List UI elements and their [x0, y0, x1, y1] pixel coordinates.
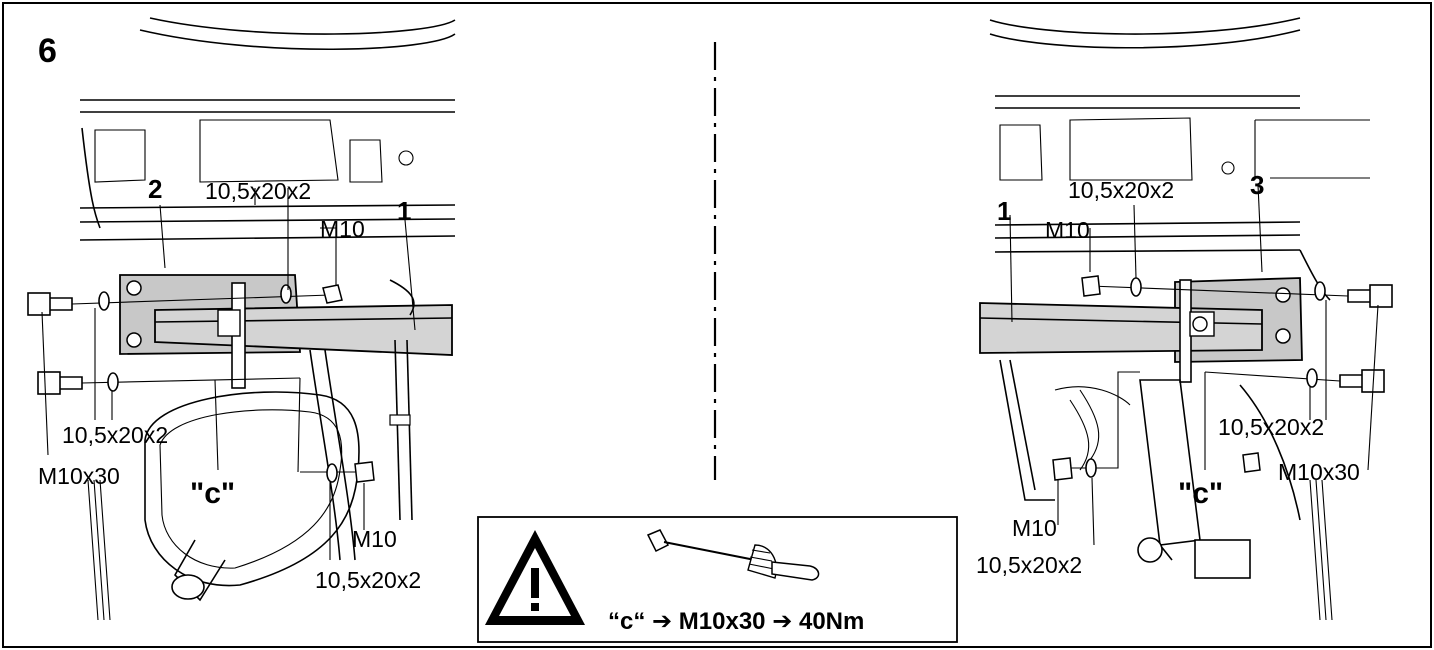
left-part-bar-label: 1 — [397, 196, 411, 226]
bolt-top-right — [1089, 284, 1393, 308]
left-washer-left-label: 10,5x20x2 — [62, 422, 168, 448]
right-nut-bottom-label: M10 — [1012, 515, 1057, 541]
right-view: 3 10,5x20x2 M10 1 10,5x20x2 M10x30 "c" M… — [976, 17, 1393, 621]
torque-warning-box: “c“ ➔ M10x30 ➔ 40Nm — [477, 516, 958, 643]
warning-triangle-icon — [485, 530, 585, 625]
torque-wrench-icon — [646, 529, 820, 581]
right-nut-top-label: M10 — [1045, 217, 1090, 243]
left-marker-c: "c" — [190, 477, 235, 510]
shock-absorber — [1139, 379, 1201, 546]
left-washer-top-label: 10,5x20x2 — [205, 178, 311, 204]
right-washer-top-label: 10,5x20x2 — [1068, 177, 1174, 203]
left-nut-bottom-label: M10 — [352, 526, 397, 552]
right-marker-c: "c" — [1178, 477, 1223, 510]
right-part-bracket-label: 3 — [1250, 170, 1264, 200]
left-bolt-label: M10x30 — [38, 463, 120, 489]
torque-spec-text: “c“ ➔ M10x30 ➔ 40Nm — [608, 608, 864, 635]
step-number: 6 — [38, 32, 57, 70]
left-part-bracket-label: 2 — [148, 174, 162, 204]
muffler — [144, 391, 360, 587]
right-washer-bottom-label: 10,5x20x2 — [976, 552, 1082, 578]
left-view: 2 10,5x20x2 M10 1 10,5x20x2 M10x30 "c" M… — [27, 17, 456, 621]
left-washer-bottom-label: 10,5x20x2 — [315, 567, 421, 593]
right-washer-right-label: 10,5x20x2 — [1218, 414, 1324, 440]
bolt-bottom-left — [37, 371, 301, 395]
tow-bar-1-right — [979, 302, 1263, 354]
right-part-bar-label: 1 — [997, 196, 1011, 226]
bolt-bottom-right — [1204, 369, 1385, 393]
bolt-top-left — [27, 292, 331, 316]
right-bolt-label: M10x30 — [1278, 459, 1360, 485]
left-nut-top-label: M10 — [320, 216, 365, 242]
